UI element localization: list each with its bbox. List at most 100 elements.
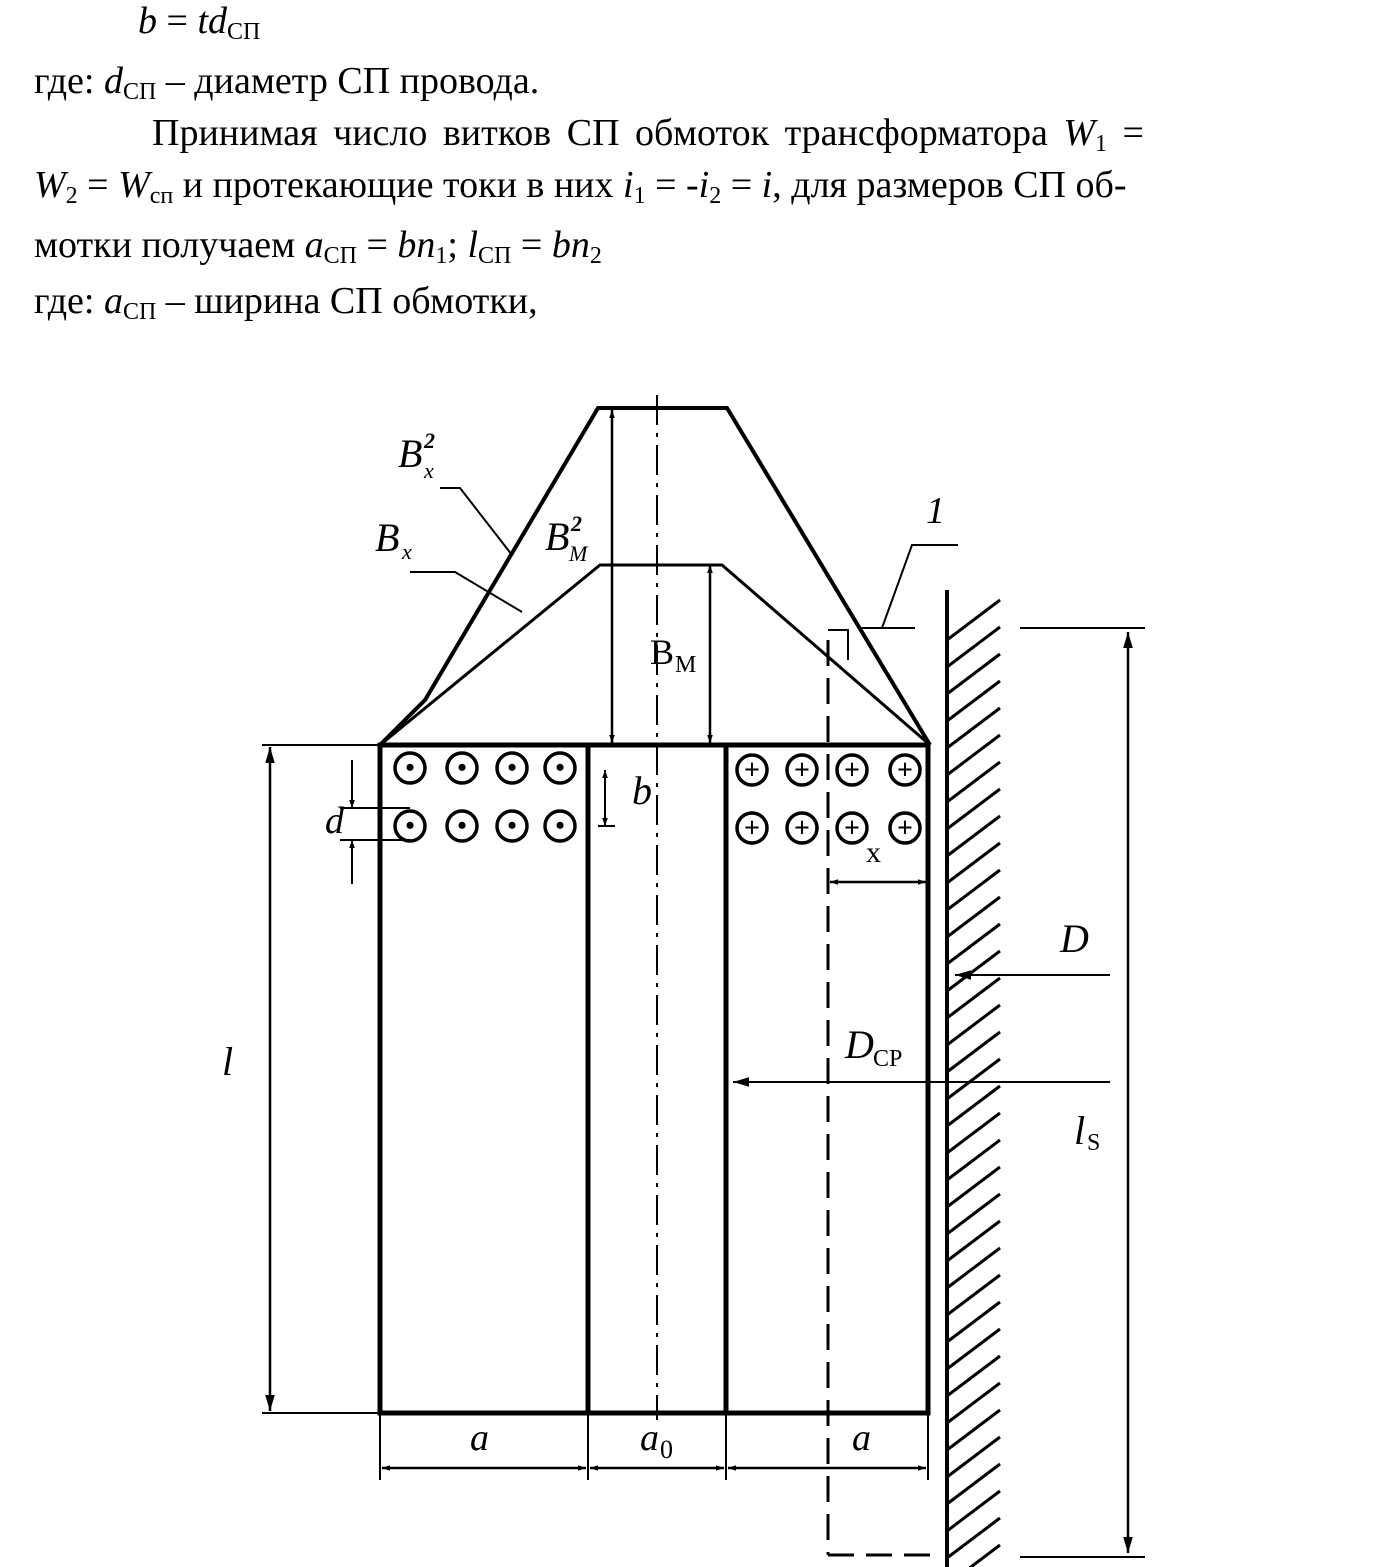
- conductor-dot: •: [507, 811, 516, 840]
- label-BM2-sup: 2: [570, 511, 582, 536]
- hatch-line: [946, 1165, 1001, 1209]
- hatch-line: [946, 706, 1001, 750]
- conductor-plus: +: [844, 755, 860, 786]
- var-i: i: [761, 164, 773, 206]
- label-Bx2-sub: x: [423, 458, 434, 483]
- conductor-plus: +: [794, 755, 810, 786]
- hatch-line: [946, 787, 1001, 831]
- sub-sp: сп: [149, 183, 174, 209]
- hatch-line: [946, 1354, 1001, 1398]
- label-Bx2: B: [398, 431, 422, 476]
- hatch-line: [946, 949, 1001, 993]
- conductor-circle: [735, 811, 769, 845]
- conductors-left: ••••••••: [393, 751, 577, 843]
- conductor-plus: +: [844, 813, 860, 844]
- hatch-line: [946, 841, 1001, 885]
- line-currents: W2 = Wсп и протекающие токи в них i1 = -…: [34, 162, 1126, 213]
- var-W1: W: [1063, 112, 1096, 154]
- text-d-desc: – диаметр СП провода.: [156, 60, 540, 102]
- var-bn: bn: [551, 224, 590, 266]
- conductor-circle: [543, 751, 577, 785]
- hatch-line: [946, 679, 1001, 723]
- hatch-line: [946, 1111, 1001, 1155]
- hatch-line: [946, 922, 1001, 966]
- conductor-dot: •: [555, 753, 564, 782]
- conductor-circle: [835, 753, 869, 787]
- conductor-circle: [888, 753, 922, 787]
- hatch-line: [946, 1084, 1001, 1128]
- hatch-line: [946, 733, 1001, 777]
- text-get: мотки получаем: [34, 224, 305, 266]
- conductor-plus: +: [744, 755, 760, 786]
- eq: =: [721, 164, 762, 206]
- hatch-line: [946, 1273, 1001, 1317]
- conductor-circle: [393, 751, 427, 785]
- conductor-dot: •: [555, 811, 564, 840]
- sub-sp: СП: [323, 243, 357, 269]
- var-i1: i: [623, 164, 634, 206]
- label-ls-sub: S: [1087, 1130, 1100, 1156]
- label-a0-sub: 0: [660, 1435, 673, 1464]
- conductor-circle: [445, 809, 479, 843]
- hatch-line: [946, 814, 1001, 858]
- hatch-line: [946, 760, 1001, 804]
- line-where-d: где: dСП – диаметр СП провода.: [34, 58, 539, 109]
- var-b: b: [138, 0, 157, 42]
- hatch-line: [946, 1516, 1001, 1560]
- text-turns: Принимая число витков СП обмоток трансфо…: [152, 112, 1064, 154]
- eq: =: [511, 224, 552, 266]
- eq: =: [157, 0, 198, 42]
- conductor-dot: •: [405, 811, 414, 840]
- eq: = -: [645, 164, 699, 206]
- sub-sp: СП: [478, 243, 512, 269]
- conductor-circle: [735, 753, 769, 787]
- conductor-circle: [445, 751, 479, 785]
- label-ls: l: [1074, 1108, 1085, 1153]
- eq: =: [356, 224, 398, 266]
- conductor-circle: [835, 811, 869, 845]
- dashed-ref-top: [828, 629, 849, 660]
- label-BM-sub: M: [675, 652, 696, 678]
- hatch-line: [946, 1435, 1001, 1479]
- leader-1: [881, 544, 958, 629]
- conductor-circle: [495, 809, 529, 843]
- hatch-line: [946, 1219, 1001, 1263]
- sub-1: 1: [1095, 131, 1108, 157]
- hatch-line: [968, 1543, 1001, 1567]
- eq: =: [77, 164, 119, 206]
- text-where: где:: [34, 60, 104, 102]
- label-l: l: [222, 1039, 233, 1084]
- label-D: D: [1059, 916, 1089, 961]
- hatch-line: [946, 1246, 1001, 1290]
- hatch-line: [946, 1057, 1001, 1101]
- hatch-line: [946, 1030, 1001, 1074]
- winding-left: [377, 742, 591, 1416]
- line-get: мотки получаем aСП = bn1; lСП = bn2: [34, 222, 602, 273]
- label-a0: a: [640, 1417, 659, 1459]
- conductor-plus: +: [897, 755, 913, 786]
- conductor-circle: [785, 753, 819, 787]
- label-b: b: [632, 768, 652, 813]
- conductor-plus: +: [794, 813, 810, 844]
- equation-b: b = tdСП: [138, 0, 260, 49]
- conductor-plus: +: [744, 813, 760, 844]
- hatch-line: [946, 976, 1001, 1020]
- var-l: l: [467, 224, 479, 266]
- conductor-dot: •: [507, 753, 516, 782]
- hatch-line: [946, 1327, 1001, 1371]
- label-d: d: [325, 800, 345, 842]
- conductors-right: ++++++++: [735, 753, 922, 845]
- conductor-circle: [495, 751, 529, 785]
- label-Dcp-sub: CP: [873, 1046, 902, 1072]
- hatch-line: [946, 1300, 1001, 1344]
- hatch-line: [946, 1489, 1001, 1533]
- label-1: 1: [926, 490, 945, 532]
- var-Wsp: W: [118, 164, 150, 206]
- label-x: x: [866, 836, 881, 869]
- hatch-line: [946, 1003, 1001, 1047]
- hatch-line: [946, 1408, 1001, 1452]
- sep: ;: [447, 224, 468, 266]
- text-dims: , для размеров СП об-: [772, 164, 1127, 206]
- sub-1: 1: [435, 243, 448, 269]
- var-i2: i: [698, 164, 710, 206]
